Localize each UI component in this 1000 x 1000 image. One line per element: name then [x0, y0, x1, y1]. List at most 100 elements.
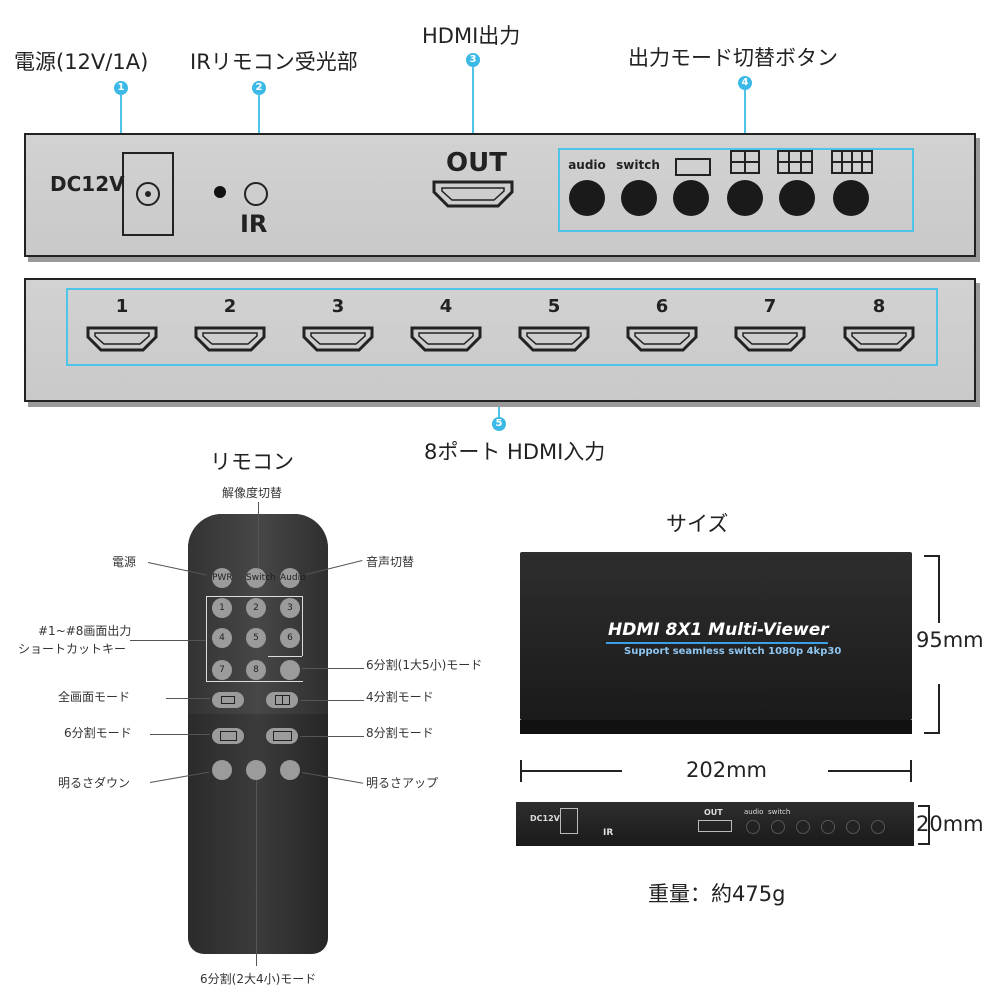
remote-number-key-6[interactable]: 6	[280, 628, 300, 648]
hdmi-input-port-icon-2	[194, 326, 266, 352]
six-split-1-5-button[interactable]	[280, 660, 300, 680]
brightness-down-annotation: 明るさダウン	[58, 776, 131, 790]
input-port-number-3: 3	[331, 296, 345, 317]
six-split-2-4-annotation: 6分割(2大4小)モード	[200, 972, 317, 986]
six-split-layout-icon	[777, 150, 813, 174]
height-bracket-bottom	[924, 732, 940, 734]
switch-button[interactable]	[621, 180, 657, 216]
remote-power-button[interactable]: PWR	[212, 568, 233, 588]
four-split-leader	[300, 700, 364, 701]
mini-audio-label: audio	[744, 808, 764, 816]
out-label: OUT	[446, 148, 507, 178]
hdmi-input-port-icon-6	[626, 326, 698, 352]
six-split-button[interactable]	[779, 180, 815, 216]
mini-switch-label: switch	[768, 808, 791, 816]
hdmi-input-port-icon-1	[86, 326, 158, 352]
ir-sensor-icon	[244, 182, 268, 206]
audio-button-label: audio	[568, 158, 606, 172]
switch-button-label: switch	[616, 158, 660, 172]
brightness-up-button[interactable]	[280, 760, 300, 780]
shortcut-leader	[130, 640, 206, 641]
dc-jack-ring	[136, 182, 160, 206]
resolution-leader	[258, 502, 259, 568]
mini-four-split-knob	[821, 820, 835, 834]
eight-split-button[interactable]	[833, 180, 869, 216]
number-keys-bracket	[206, 596, 303, 682]
height-dimension: 95mm	[916, 628, 984, 652]
remote-number-key-7[interactable]: 7	[212, 660, 232, 680]
input-ports-label: 8ポート HDMI入力	[424, 440, 606, 464]
remote-eight-split-button[interactable]	[266, 728, 298, 744]
number-keys-bracket-step	[268, 656, 302, 681]
remote-number-key-1[interactable]: 1	[212, 598, 232, 618]
weight-text: 重量：約475g	[648, 882, 786, 906]
mini-audio-knob	[746, 820, 760, 834]
ir-receiver-label: IRリモコン受光部	[190, 50, 358, 74]
dc-jack-pin	[145, 191, 151, 197]
marker-2: 2	[252, 81, 266, 95]
remote-four-split-icon	[275, 695, 290, 705]
hdmi-out-label: HDMI出力	[422, 24, 521, 48]
brightness-down-button[interactable]	[212, 760, 232, 780]
mini-dc-jack	[560, 808, 578, 834]
width-dimension: 202mm	[686, 758, 767, 782]
device-top-view	[520, 552, 912, 720]
remote-number-key-4[interactable]: 4	[212, 628, 232, 648]
mini-eight-split-knob	[871, 820, 885, 834]
marker-4: 4	[738, 76, 752, 90]
shortcut-annotation-2: ショートカットキー	[18, 642, 127, 656]
ir-label: IR	[240, 210, 268, 238]
remote-number-key-5[interactable]: 5	[246, 628, 266, 648]
input-ports-highlight	[66, 288, 938, 366]
six-split-2-4-leader	[256, 780, 257, 966]
full-screen-leader	[166, 698, 210, 699]
power-annotation: 電源	[112, 555, 137, 569]
mode-buttons-highlight	[558, 148, 914, 232]
remote-number-key-2[interactable]: 2	[246, 598, 266, 618]
leader-line-4	[744, 90, 746, 148]
leader-line-1	[120, 95, 122, 153]
eight-split-annotation: 8分割モード	[366, 726, 434, 740]
input-port-number-8: 8	[872, 296, 886, 317]
six-split-2-4-button[interactable]	[246, 760, 266, 780]
height-bracket-top	[924, 555, 940, 557]
marker-3: 3	[466, 53, 480, 67]
mini-hdmi-out-icon	[698, 820, 732, 832]
fullscreen-button[interactable]	[673, 180, 709, 216]
depth-bracket-top	[918, 805, 930, 807]
input-port-number-1: 1	[115, 296, 129, 317]
remote-switch-button[interactable]: Switch	[246, 568, 276, 588]
mini-out-label: OUT	[704, 808, 723, 817]
size-title: サイズ	[666, 512, 729, 536]
marker-5: 5	[492, 417, 506, 431]
shortcut-annotation-1: #1~#8画面出力	[38, 624, 132, 638]
remote-number-key-8[interactable]: 8	[246, 660, 266, 680]
mini-dc-label: DC12V	[530, 814, 560, 823]
ir-led-icon	[214, 186, 226, 198]
depth-dimension: 20mm	[916, 812, 984, 836]
audio-button[interactable]	[569, 180, 605, 216]
remote-six-split-button[interactable]	[212, 728, 244, 744]
remote-four-split-button[interactable]	[266, 692, 298, 708]
remote-fullscreen-button[interactable]	[212, 692, 244, 708]
mode-buttons-label: 出力モード切替ボタン	[628, 46, 838, 70]
device-name: HDMI 8X1 Multi-Viewer	[608, 620, 829, 640]
hdmi-out-port-icon	[432, 180, 514, 208]
four-split-annotation: 4分割モード	[366, 690, 434, 704]
fullscreen-layout-icon	[675, 158, 711, 176]
hdmi-input-port-icon-5	[518, 326, 590, 352]
four-split-layout-icon	[730, 150, 760, 174]
four-split-button[interactable]	[727, 180, 763, 216]
six-split-leader	[150, 734, 210, 735]
device-front-edge	[520, 720, 912, 734]
input-port-number-7: 7	[763, 296, 777, 317]
hdmi-input-port-icon-7	[734, 326, 806, 352]
width-line-right	[828, 770, 910, 772]
full-screen-annotation: 全画面モード	[58, 690, 131, 704]
brightness-up-annotation: 明るさアップ	[366, 776, 439, 790]
depth-bracket-line	[928, 805, 930, 845]
marker-1: 1	[114, 81, 128, 95]
remote-audio-button[interactable]: Audio	[280, 568, 306, 588]
hdmi-input-port-icon-4	[410, 326, 482, 352]
remote-number-key-3[interactable]: 3	[280, 598, 300, 618]
